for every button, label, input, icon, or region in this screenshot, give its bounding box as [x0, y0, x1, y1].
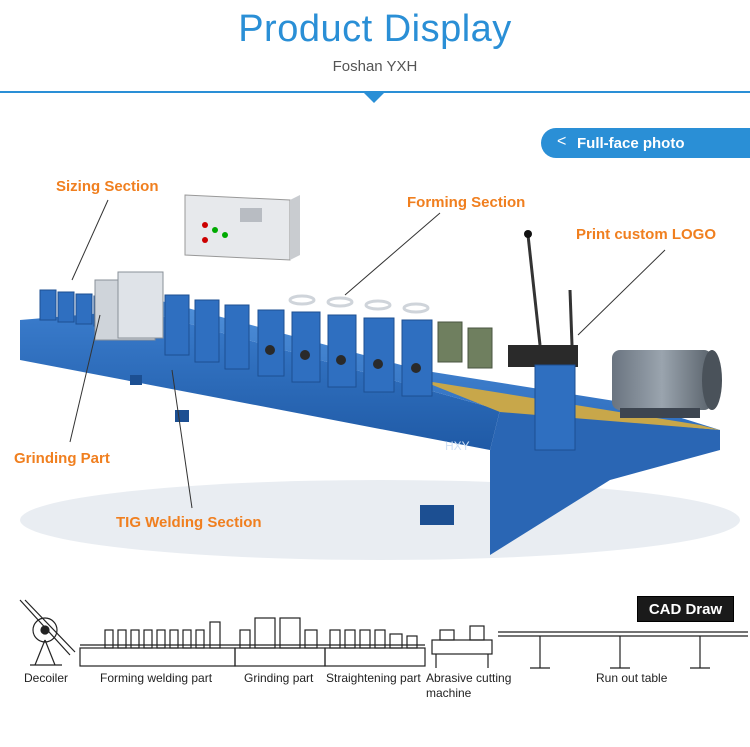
callout-forming-section: Forming Section [407, 194, 526, 211]
callout-print-logo: Print custom LOGO [576, 226, 717, 243]
cad-straightening [324, 629, 426, 667]
cad-label-abrasive-line1: Abrasive cutting [426, 671, 512, 685]
cad-label-abrasive-line2: machine [426, 686, 472, 700]
callout-sizing-section: Sizing Section [56, 178, 159, 195]
gearboxes [437, 321, 493, 369]
full-face-photo-badge[interactable]: < Full-face photo [541, 128, 750, 158]
chevron-left-icon: < [557, 133, 567, 150]
callout-grinding-part: Grinding Part [14, 450, 110, 467]
cad-grinding [234, 617, 326, 667]
cad-decoiler [19, 599, 76, 666]
machine-logo-marking: HXY [445, 439, 470, 453]
product-photo: HXY [20, 194, 740, 560]
straightening-stand [508, 230, 578, 451]
cad-drawing [19, 599, 748, 669]
callout-tig-welding: TIG Welding Section [116, 514, 262, 531]
grinding-units [94, 271, 164, 341]
forming-stands [164, 294, 433, 397]
badge-label: Full-face photo [577, 134, 685, 152]
callout-leaders [69, 199, 666, 509]
drive-motor [612, 350, 722, 418]
cad-run-out-table [498, 631, 748, 669]
page-title: Product Display [238, 8, 512, 50]
cad-draw-heading: CAD Draw [637, 596, 734, 622]
roller-shafts [265, 345, 421, 373]
cad-label-forming-welding: Forming welding part [100, 671, 213, 685]
cad-label-run-out-table: Run out table [596, 671, 668, 685]
cad-label-straightening: Straightening part [326, 671, 421, 685]
cad-label-decoiler: Decoiler [24, 671, 69, 685]
handwheels [288, 294, 430, 314]
page-subtitle: Foshan YXH [332, 58, 418, 75]
divider-pointer-icon [363, 92, 385, 103]
cad-label-grinding: Grinding part [244, 671, 314, 685]
cad-abrasive-cutter [431, 625, 493, 668]
control-cabinet [184, 194, 300, 261]
cad-forming-welding [79, 621, 236, 667]
